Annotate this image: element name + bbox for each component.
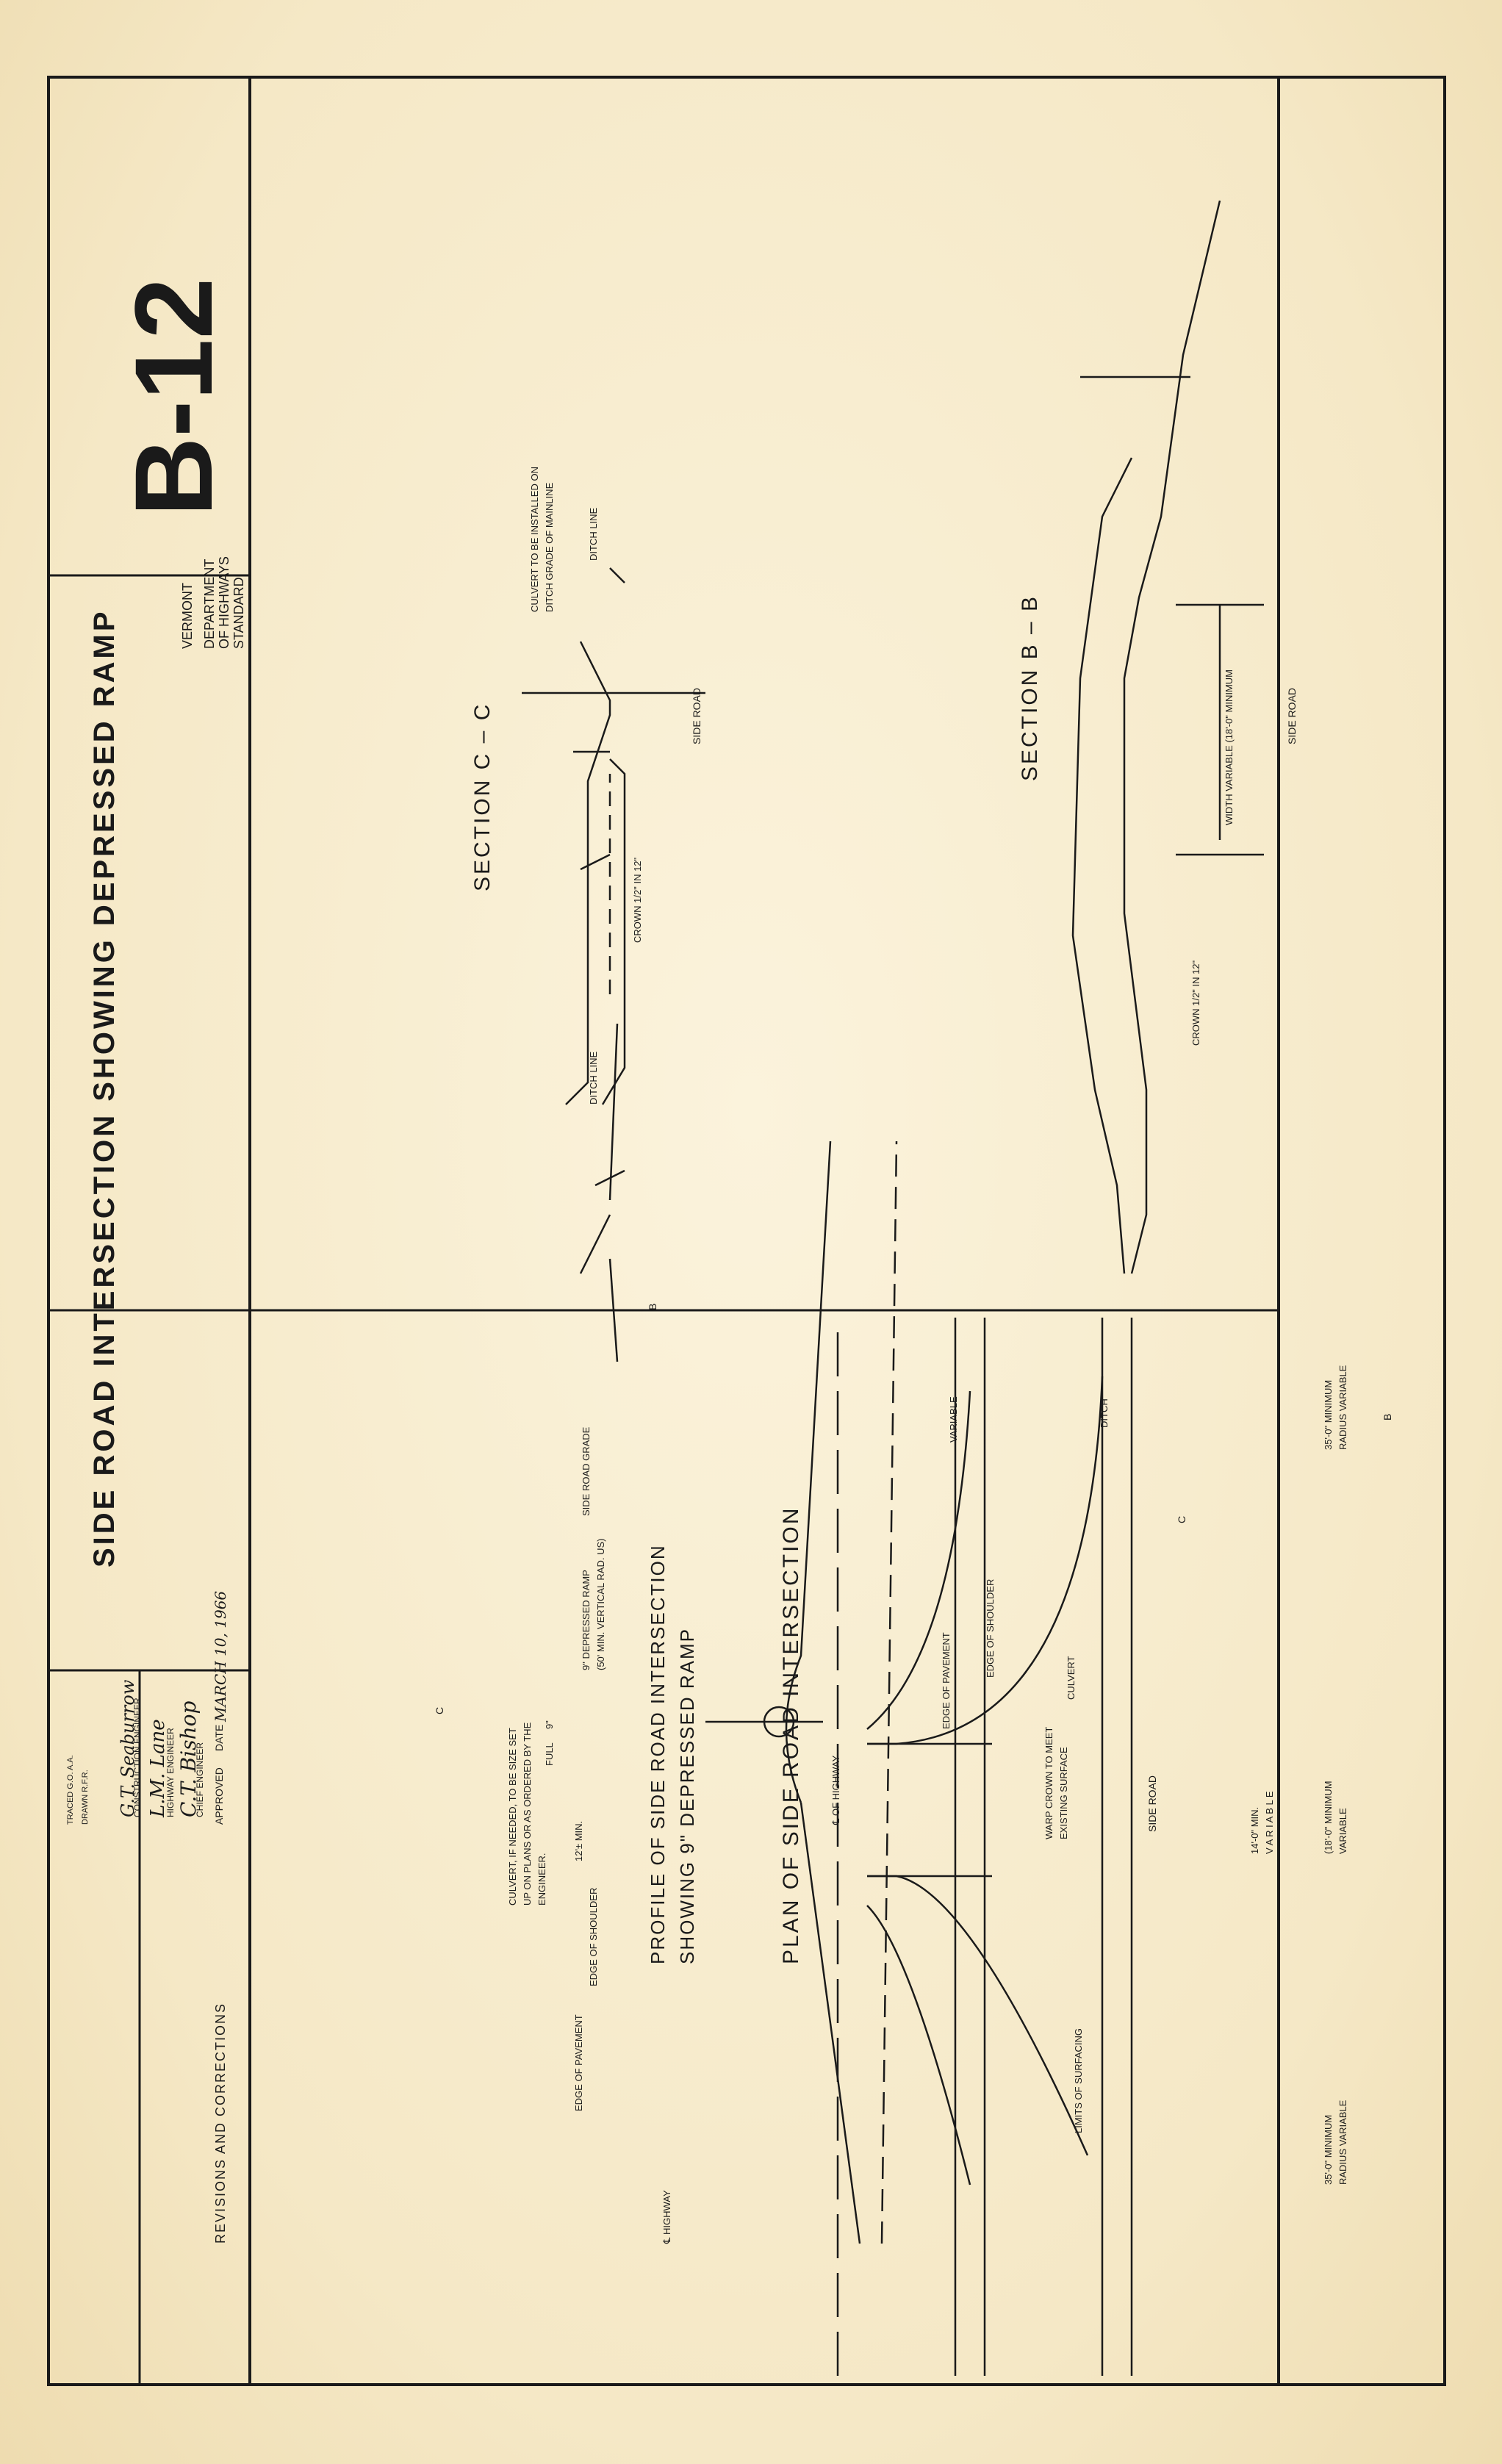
section-cc-title: SECTION C – C bbox=[470, 702, 495, 891]
department-line2: DEPARTMENT bbox=[202, 558, 217, 649]
section-cc-culvert-note1: CULVERT TO BE INSTALLED ON bbox=[529, 467, 540, 612]
date-label: DATE bbox=[213, 1724, 225, 1751]
plan-width-variable4: 14'-0" MIN. bbox=[1249, 1806, 1260, 1854]
section-bb-title: SECTION B – B bbox=[1018, 594, 1042, 781]
profile-culvert-note3: ENGINEER. bbox=[536, 1853, 547, 1906]
revisions-label: REVISIONS AND CORRECTIONS bbox=[213, 2002, 228, 2244]
plan-width-variable1: VARIABLE bbox=[1337, 1808, 1348, 1854]
profile-min-label: 12'± MIN. bbox=[573, 1820, 584, 1861]
plan-warp-note2: EXISTING SURFACE bbox=[1058, 1747, 1069, 1839]
profile-ramp-note1: 9" DEPRESSED RAMP bbox=[581, 1570, 592, 1670]
profile-edge-of-shoulder: EDGE OF SHOULDER bbox=[588, 1887, 599, 1986]
standard-label: STANDARD bbox=[231, 577, 246, 649]
section-bb-drawing bbox=[1071, 200, 1264, 1274]
drawn-by: DRAWN R.F.R. bbox=[81, 1770, 90, 1825]
profile-nine-label: 9" bbox=[544, 1720, 555, 1729]
profile-highway-centerline: ℄ HIGHWAY bbox=[661, 2190, 672, 2244]
construction-engineer-label: CONSTRUCTION ENGINEER bbox=[132, 1698, 143, 1817]
plan-edge-of-pavement: EDGE OF PAVEMENT bbox=[941, 1632, 952, 1729]
profile-ramp-note2: (50' MIN. VERTICAL RAD. US) bbox=[595, 1538, 606, 1670]
drawing-title: SIDE ROAD INTERSECTION SHOWING DEPRESSED… bbox=[88, 608, 121, 1567]
section-bb-width: WIDTH VARIABLE (18'-0" MINIMUM bbox=[1223, 669, 1235, 825]
plan-marker-c: C bbox=[1176, 1515, 1187, 1523]
plan-width-variable2: (18'-0" MINIMUM bbox=[1323, 1781, 1334, 1854]
section-cc-ditch-left: DITCH LINE bbox=[588, 507, 599, 561]
highway-engineer-label: HIGHWAY ENGINEER bbox=[165, 1728, 176, 1817]
department-line3: OF HIGHWAYS bbox=[217, 556, 231, 649]
profile-culvert-note1: CULVERT, IF NEEDED, TO BE SIZE SET bbox=[507, 1728, 518, 1906]
plan-side-road-label: SIDE ROAD bbox=[1146, 1775, 1158, 1832]
plan-culvert-label: CULVERT bbox=[1066, 1656, 1077, 1700]
section-cc-drawing bbox=[522, 567, 705, 1362]
approved-label: APPROVED bbox=[213, 1767, 225, 1825]
profile-side-road-grade: SIDE ROAD GRADE bbox=[581, 1426, 592, 1516]
plan-radius-right1: RADIUS VARIABLE bbox=[1337, 2100, 1348, 2185]
profile-culvert-note2: UP ON PLANS OR AS ORDERED BY THE bbox=[522, 1722, 533, 1906]
plan-marker-b: B bbox=[1381, 1413, 1393, 1420]
section-cc-ditch-right: DITCH LINE bbox=[588, 1051, 599, 1105]
profile-marker-c: C bbox=[434, 1706, 445, 1714]
plan-radius-right2: 35'-0" MINIMUM bbox=[1323, 2114, 1334, 2185]
profile-title-line1: PROFILE OF SIDE ROAD INTERSECTION bbox=[647, 1544, 669, 1964]
plan-radius-left1: RADIUS VARIABLE bbox=[1337, 1365, 1348, 1450]
department-line1: VERMONT bbox=[180, 583, 195, 649]
profile-title-line2: SHOWING 9" DEPRESSED RAMP bbox=[676, 1628, 698, 1964]
section-bb-crown: CROWN 1/2" IN 12" bbox=[1190, 960, 1201, 1046]
sheet-border bbox=[47, 76, 1446, 2386]
section-cc-centerline: SIDE ROAD bbox=[691, 687, 703, 744]
plan-drawing bbox=[836, 1318, 1133, 2376]
chief-engineer-label: CHIEF ENGINEER bbox=[195, 1742, 205, 1817]
profile-marker-b: B bbox=[647, 1303, 658, 1310]
profile-edge-of-pavement: EDGE OF PAVEMENT bbox=[573, 2014, 584, 2111]
plan-limits-of-surfacing: LIMITS OF SURFACING bbox=[1073, 2027, 1084, 2133]
plan-width-variable3: V A R I A B L E bbox=[1264, 1791, 1275, 1854]
section-cc-crown: CROWN 1/2" IN 12" bbox=[632, 857, 643, 943]
section-bb-centerline: SIDE ROAD bbox=[1286, 687, 1298, 744]
date-value: MARCH 10, 1966 bbox=[212, 1590, 229, 1722]
plan-warp-note1: WARP CROWN TO MEET bbox=[1043, 1726, 1054, 1839]
profile-full-label: FULL bbox=[544, 1742, 555, 1766]
plan-edge-of-shoulder: EDGE OF SHOULDER bbox=[985, 1578, 996, 1678]
traced-by: TRACED G.O. A.A. bbox=[66, 1755, 75, 1825]
profile-drawing bbox=[705, 1141, 898, 2244]
section-cc-culvert-note2: DITCH GRADE OF MAINLINE bbox=[544, 482, 555, 612]
plan-variable-label: VARIABLE bbox=[948, 1396, 959, 1443]
plan-title: PLAN OF SIDE ROAD INTERSECTION bbox=[779, 1506, 803, 1964]
plan-ditch-label: DITCH bbox=[1099, 1398, 1110, 1428]
plan-radius-left2: 35'-0" MINIMUM bbox=[1323, 1379, 1334, 1450]
sheet-number: B-12 bbox=[112, 277, 235, 517]
plan-highway-centerline: ℄ OF HIGHWAY bbox=[830, 1755, 841, 1825]
